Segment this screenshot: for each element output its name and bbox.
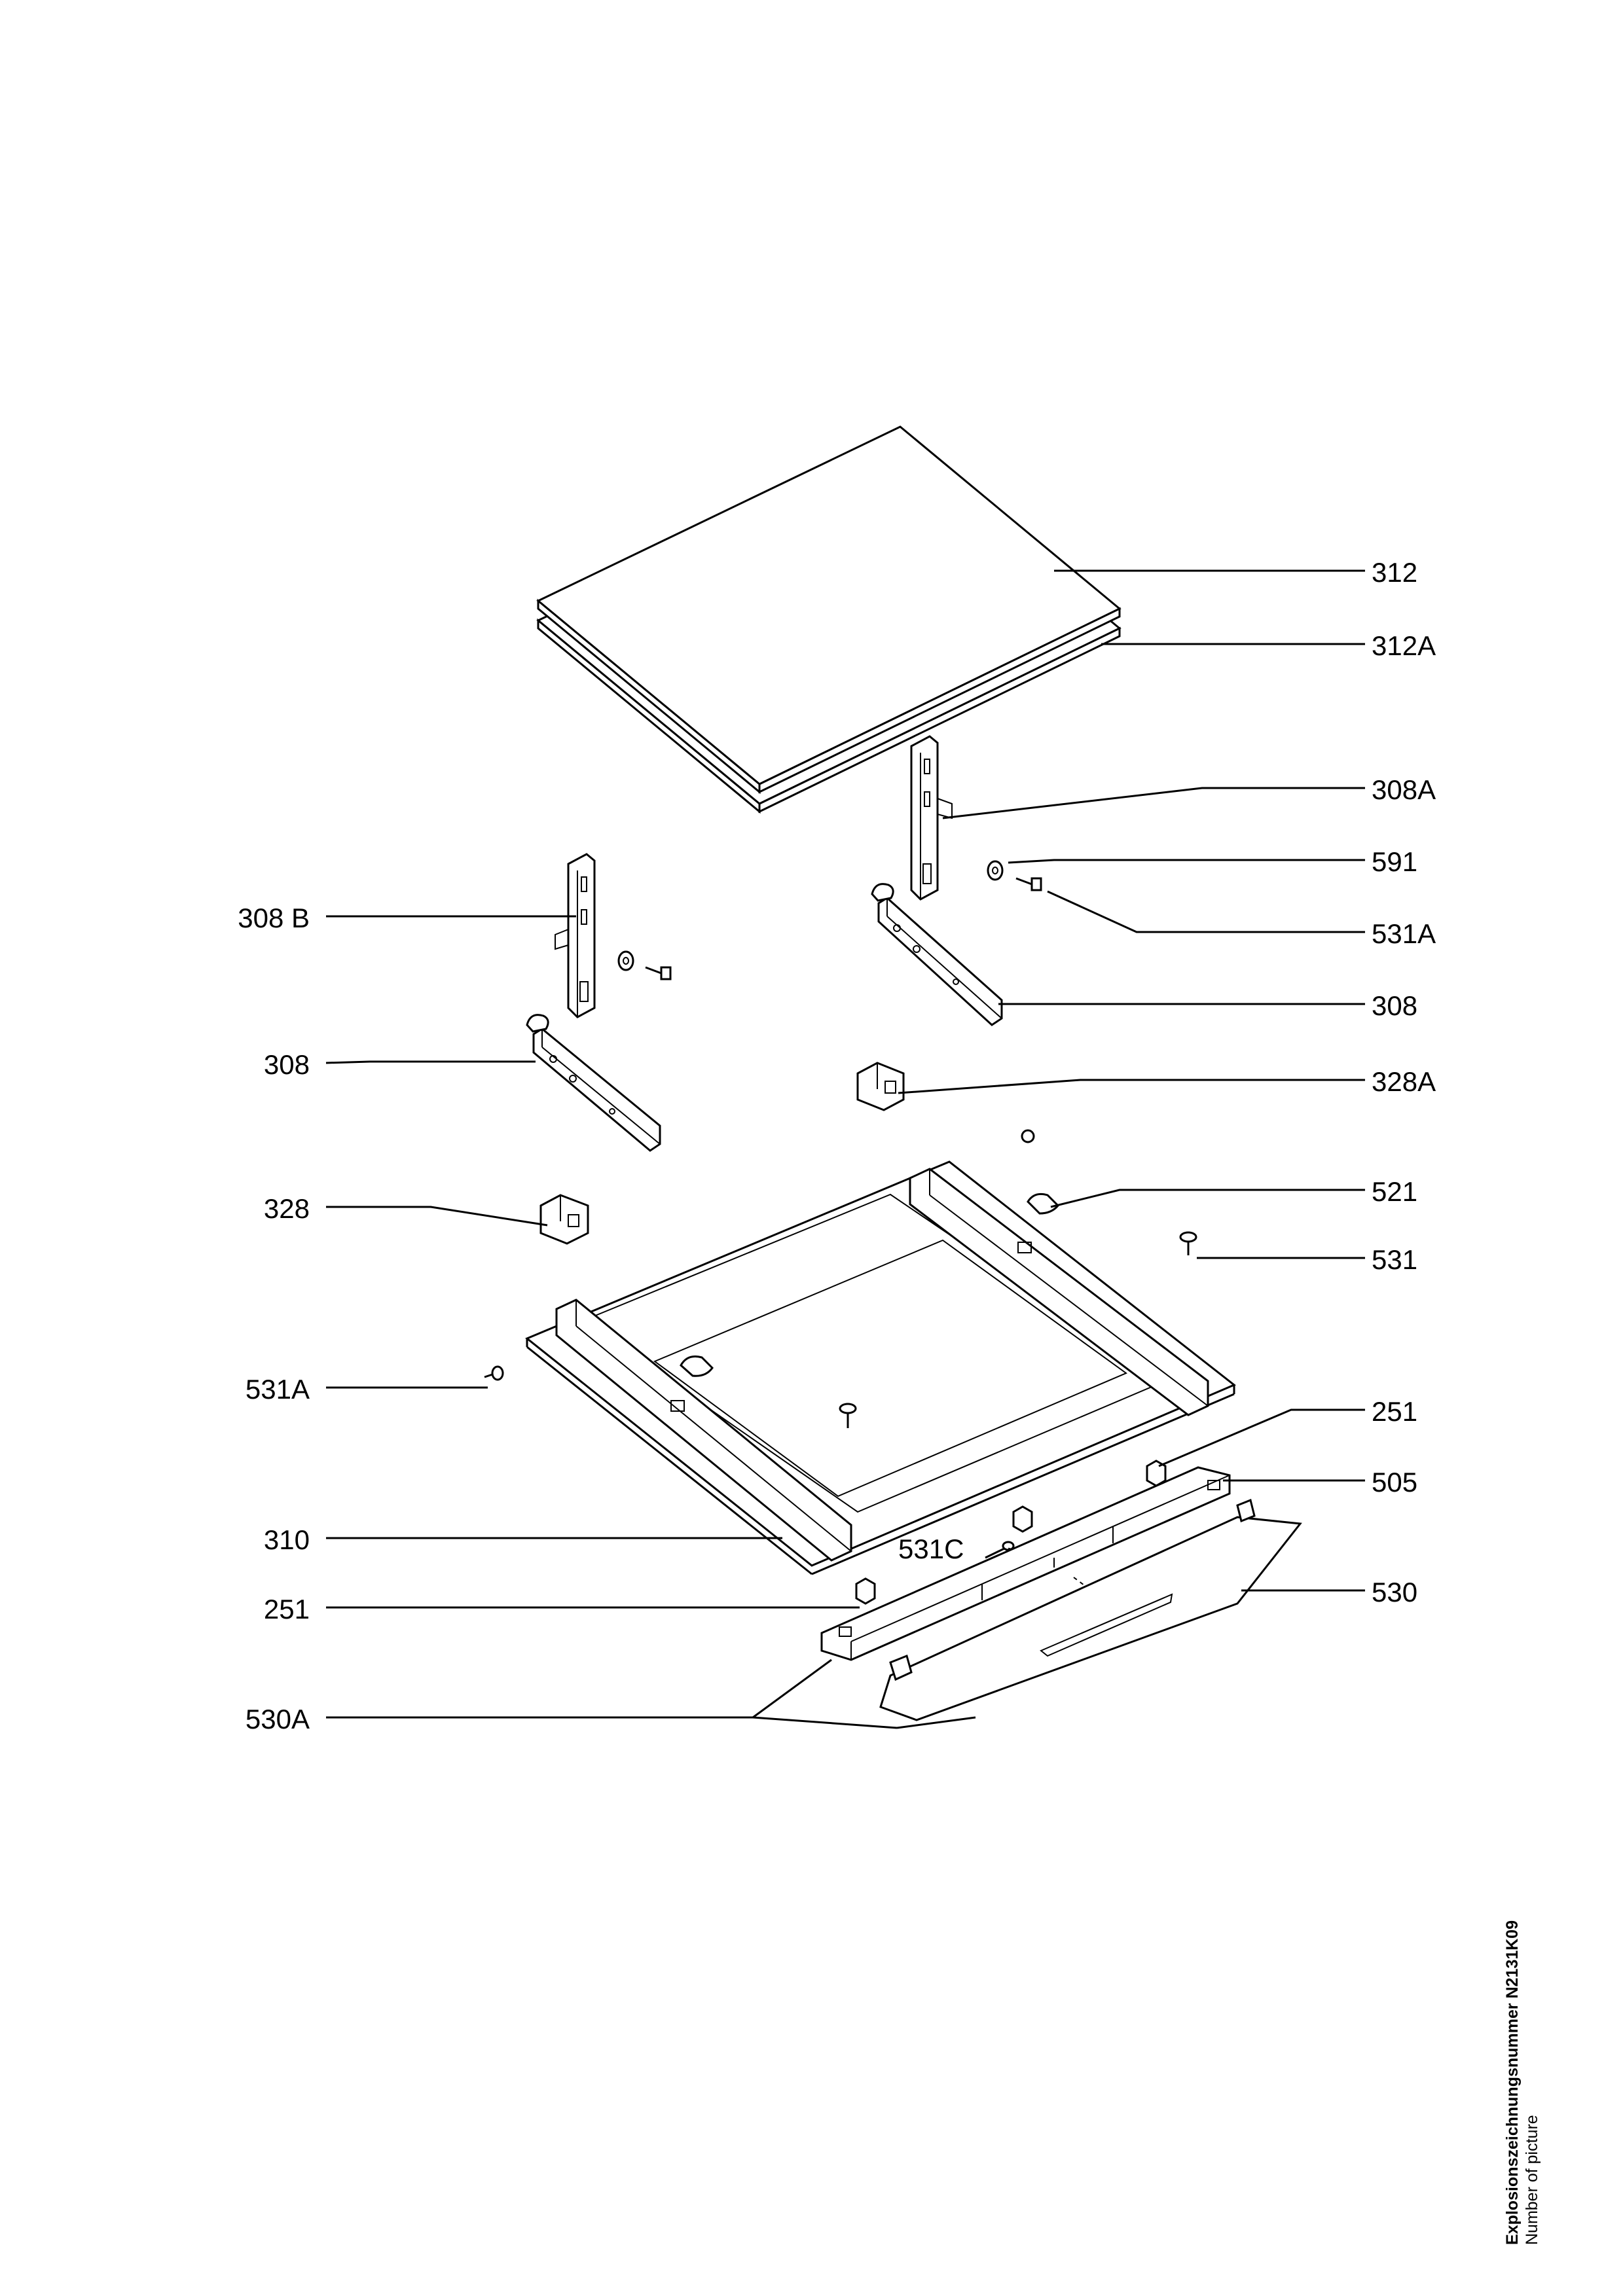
label-312A: 312A (1372, 630, 1436, 661)
label-531A-left: 531A (245, 1374, 310, 1405)
label-531C: 531C (898, 1534, 964, 1564)
handle-530 (879, 1498, 1302, 1721)
screw-left (645, 966, 672, 980)
label-312: 312 (1372, 557, 1418, 588)
washer-591 (987, 860, 1004, 881)
hinge-bracket-308A (910, 735, 953, 901)
label-530: 530 (1372, 1577, 1418, 1607)
picture-number-line1: Explosionszeichnungsnummer N2131K09 (1503, 1920, 1522, 2245)
screw-531 (1179, 1231, 1197, 1255)
label-310: 310 (263, 1524, 310, 1555)
label-308-right: 308 (1372, 990, 1418, 1021)
glass-panel-312 (536, 425, 1122, 795)
hinge-arm-308-left (526, 1014, 661, 1152)
label-328: 328 (263, 1193, 310, 1224)
label-328A: 328A (1372, 1066, 1436, 1097)
picture-number-note: Explosionszeichnungsnummer N2131K09 Numb… (1503, 1920, 1542, 2245)
screw-531A-left (484, 1365, 504, 1381)
label-521: 521 (1372, 1176, 1418, 1207)
nut-small (1021, 1129, 1035, 1143)
clip-328 (539, 1194, 589, 1245)
label-251-left: 251 (263, 1594, 310, 1624)
label-505: 505 (1372, 1467, 1418, 1498)
rail-505 (820, 1466, 1231, 1661)
clip-251-right (1146, 1460, 1167, 1487)
hinge-bracket-308B (555, 853, 596, 1018)
label-308A: 308A (1372, 774, 1436, 805)
hinge-arm-308-right (871, 883, 1003, 1026)
small-clip (1012, 1505, 1033, 1533)
leader-lines (325, 569, 1365, 1729)
label-531: 531 (1372, 1244, 1418, 1275)
door-frame-310 (525, 1160, 1236, 1575)
clip-251-left (855, 1577, 876, 1605)
label-251-right: 251 (1372, 1396, 1418, 1427)
label-308B: 308 B (238, 903, 310, 933)
clip-328A (856, 1062, 905, 1111)
label-591: 591 (1372, 846, 1418, 877)
picture-number-line2: Number of picture (1523, 2115, 1541, 2245)
label-308-left: 308 (263, 1049, 310, 1080)
washer-left (617, 950, 634, 971)
bumper-521 (1027, 1193, 1060, 1215)
label-531A-right: 531A (1372, 918, 1436, 949)
label-530A: 530A (245, 1704, 310, 1734)
screw-531A-right (1015, 877, 1042, 891)
